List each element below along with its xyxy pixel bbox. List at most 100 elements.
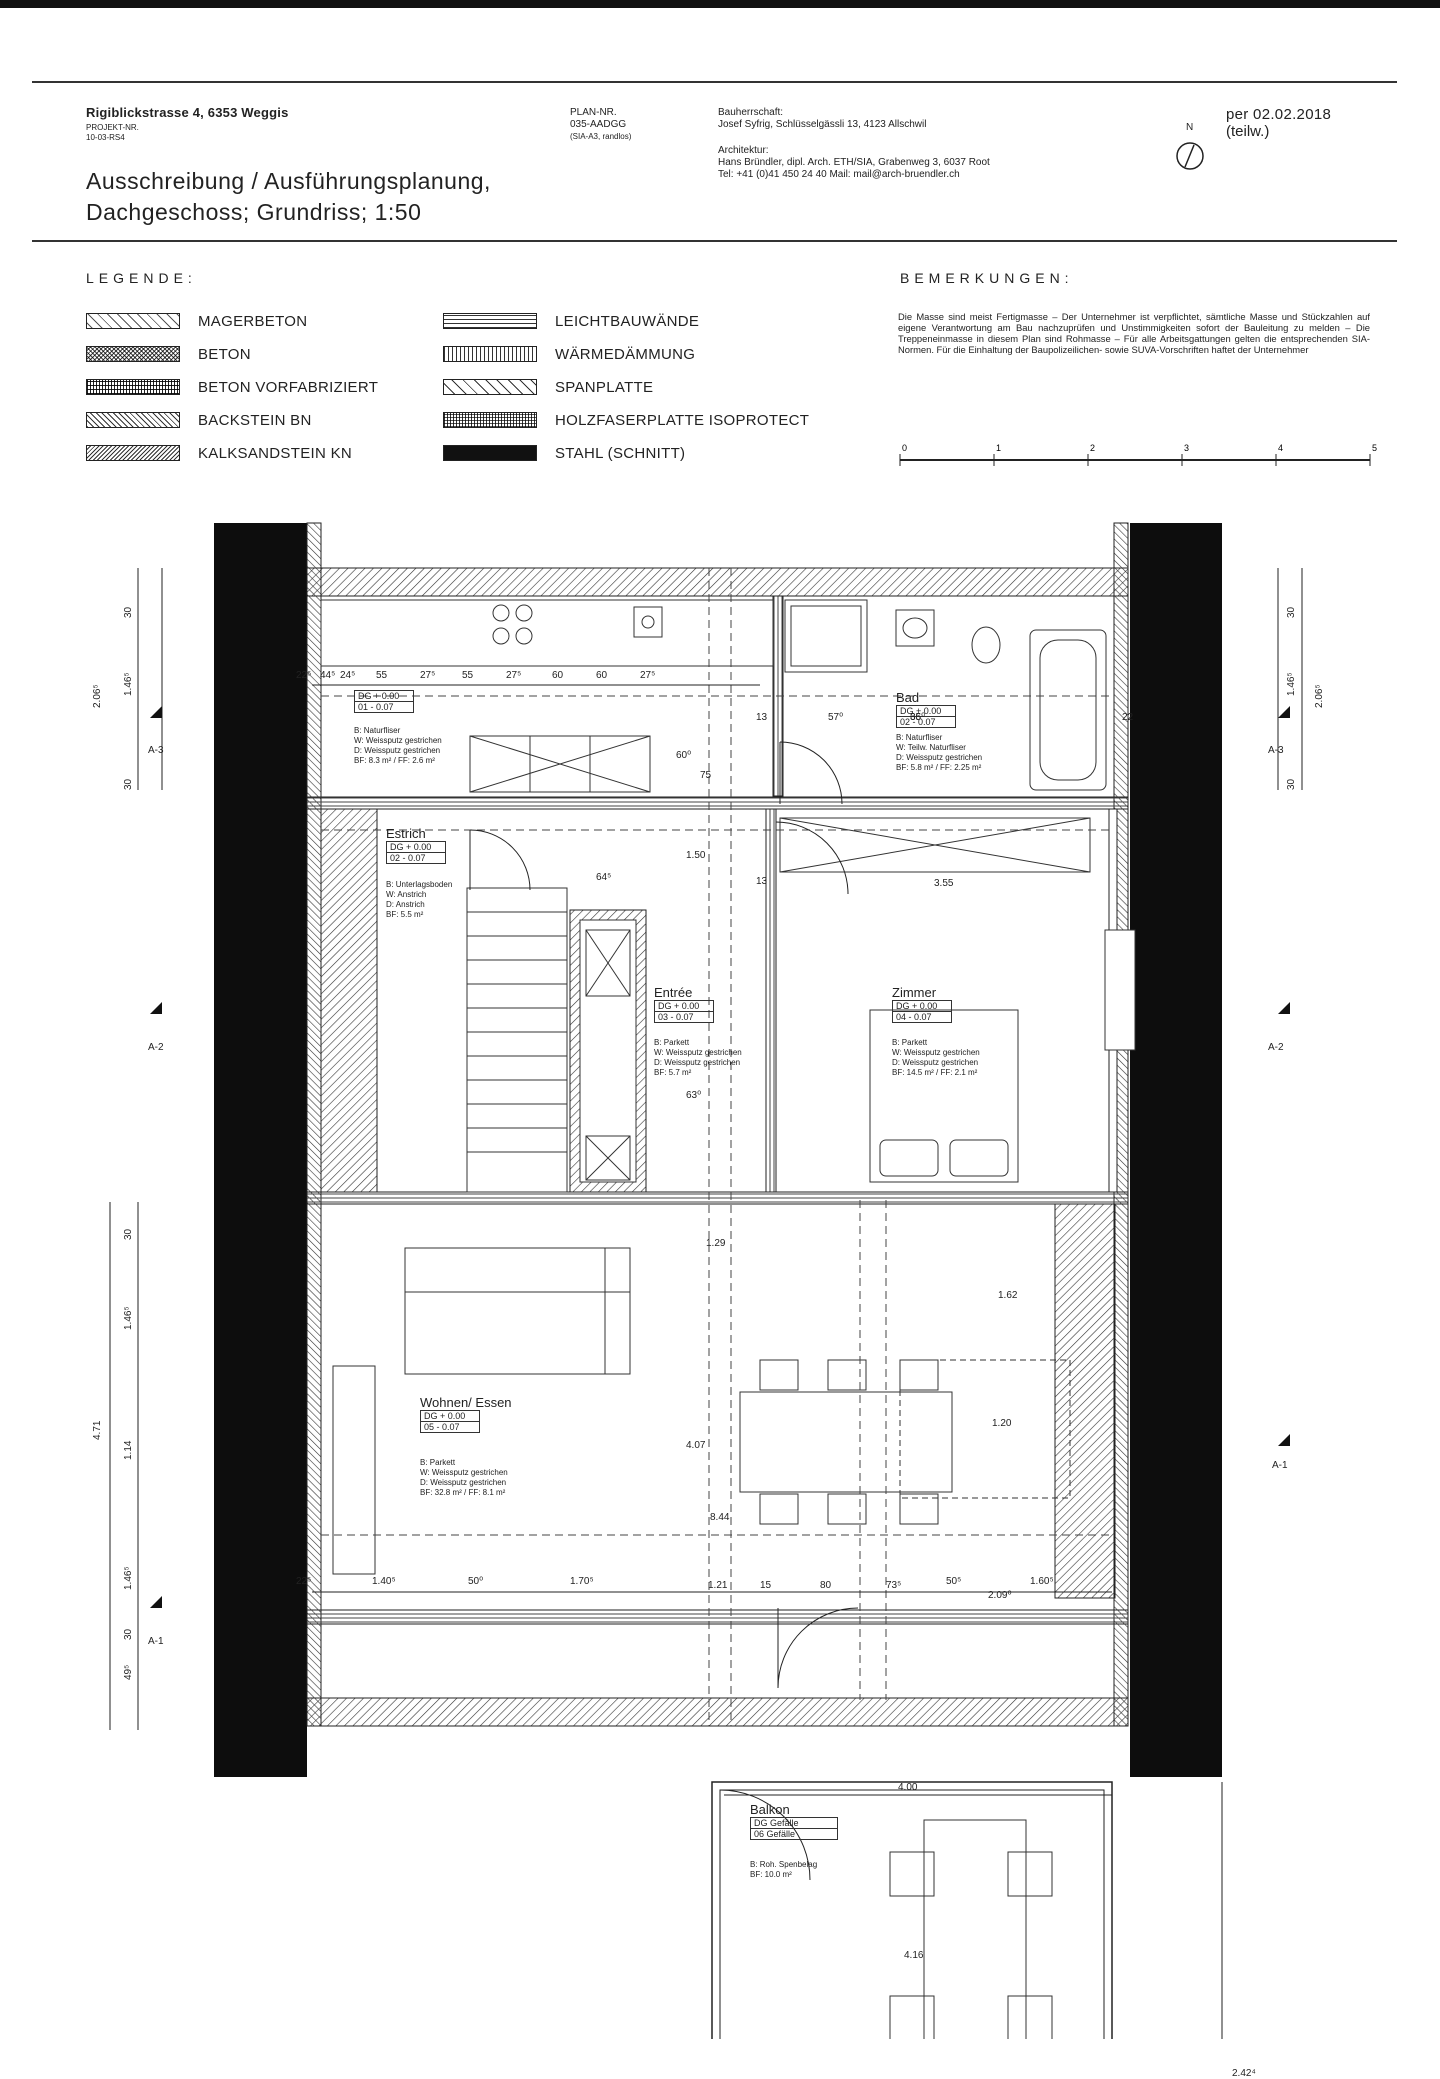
- section-label-right: A-3: [1268, 745, 1284, 756]
- room-top_left-spec: W: Weissputz gestrichen: [354, 736, 442, 745]
- legend-swatch-holz: [443, 412, 537, 428]
- header-bottom-rule: [32, 240, 1397, 242]
- dimension-label: 50⁵: [946, 1576, 962, 1587]
- legend-swatch-leicht: [443, 313, 537, 329]
- dimension-label: 55: [462, 670, 474, 681]
- scale-tick-label: 2: [1090, 443, 1095, 453]
- room-top_left-spec: B: Naturfliser: [354, 726, 401, 735]
- legend-label-backstein: BACKSTEIN BN: [198, 411, 312, 429]
- dimension-label: 60⁰: [676, 750, 692, 761]
- room-wohnen-spec: D: Weissputz gestrichen: [420, 1478, 507, 1487]
- contact: Tel: +41 (0)41 450 24 40 Mail: mail@arch…: [718, 169, 960, 180]
- dimension-label: 1.46⁵: [123, 1566, 134, 1590]
- legend-swatch-betonvf: [86, 379, 180, 395]
- room-zimmer-spec: W: Weissputz gestrichen: [892, 1048, 980, 1057]
- room-estrich-spec: D: Anstrich: [386, 900, 425, 909]
- project-nr: 10-03-RS4: [86, 133, 125, 142]
- scale-tick-label: 1: [996, 443, 1001, 453]
- dimension-label: 13: [756, 712, 768, 723]
- section-label-left: A-1: [148, 1636, 164, 1647]
- room-zimmer-spec: BF: 14.5 m² / FF: 2.1 m²: [892, 1068, 978, 1077]
- legend-label-beton: BETON: [198, 345, 251, 363]
- plan-date: per 02.02.2018: [1226, 106, 1332, 123]
- dimension-label: 22: [1122, 712, 1134, 723]
- dimension-label: 30: [123, 606, 134, 618]
- dimension-label: 27⁵: [506, 670, 522, 681]
- dimension-label: 13: [756, 876, 768, 887]
- room-balkon-spec: BF: 10.0 m²: [750, 1870, 792, 1879]
- dimension-label: 1.46⁵: [123, 672, 134, 696]
- dimension-label: 27⁵: [420, 670, 436, 681]
- dimension-label: 1.40⁵: [372, 1576, 396, 1587]
- room-estrich-spec: W: Anstrich: [386, 890, 427, 899]
- room-zimmer-name: Zimmer: [892, 985, 937, 1000]
- room-zimmer-dg: DG + 0.00: [892, 1000, 952, 1012]
- dimension-label: 1.60⁵: [1030, 1576, 1054, 1587]
- plan-title-line2: Dachgeschoss; Grundriss; 1:50: [86, 199, 422, 225]
- dimension-label: 1.20: [992, 1418, 1012, 1429]
- section-label-right: A-1: [1272, 1460, 1288, 1471]
- scale-tick-label: 0: [902, 443, 907, 453]
- scale-tick-label: 3: [1184, 443, 1189, 453]
- plan-date-note: (teilw.): [1226, 123, 1270, 140]
- dimension-label: 4.07: [686, 1440, 706, 1451]
- legend-row-stahl: STAHL (SCHNITT): [443, 443, 685, 463]
- room-zimmer-spec: D: Weissputz gestrichen: [892, 1058, 979, 1067]
- room-bad-spec: B: Naturfliser: [896, 733, 943, 742]
- legend-swatch-beton: [86, 346, 180, 362]
- room-entree-name: Entrée: [654, 985, 693, 1000]
- legend-row-span: SPANPLATTE: [443, 377, 653, 397]
- dimension-label: 30: [123, 1228, 134, 1240]
- room-balkon: Balkon DG Gefälle 06 Gefälle: [750, 1802, 838, 1840]
- dimension-label: 30: [1286, 606, 1297, 618]
- header-top-rule: [32, 81, 1397, 83]
- legend-label-waerme: WÄRMEDÄMMUNG: [555, 345, 696, 363]
- dimension-label: 4.00: [898, 1782, 918, 1793]
- room-entree-spec: BF: 5.7 m²: [654, 1068, 692, 1077]
- room-balkon-spec: B: Roh. Spenbelag: [750, 1860, 818, 1869]
- legend-row-backstein: BACKSTEIN BN: [86, 410, 312, 430]
- legend-row-betonvf: BETON VORFABRIZIERT: [86, 377, 378, 397]
- legend-label-span: SPANPLATTE: [555, 378, 654, 396]
- steel-band-left: [214, 523, 307, 1777]
- project-nr-label: PROJEKT-NR.: [86, 123, 139, 132]
- dimension-label: 4.71: [92, 1420, 103, 1440]
- dimension-label: 30: [123, 778, 134, 790]
- room-zimmer-spec: B: Parkett: [892, 1038, 928, 1047]
- dimension-label: 22⁵: [296, 670, 312, 681]
- room-top_left-spec: BF: 8.3 m² / FF: 2.6 m²: [354, 756, 435, 765]
- room-top-left-nr: 01 - 0.07: [354, 702, 414, 713]
- room-bad-dg: DG + 0.00: [896, 705, 956, 717]
- section-label-left: A-2: [148, 1042, 164, 1053]
- legend-title: LEGENDE:: [86, 270, 197, 286]
- dimension-label: 1.46⁵: [123, 1306, 134, 1330]
- legend-label-leicht: LEICHTBAUWÄNDE: [555, 312, 700, 330]
- legend-row-holz: HOLZFASERPLATTE ISOPROTECT: [443, 410, 809, 430]
- remarks-text: Die Masse sind meist Fertigmasse – Der U…: [898, 311, 1370, 355]
- north-label: N: [1186, 122, 1194, 133]
- legend-row-beton: BETON: [86, 344, 251, 364]
- dimension-label: 24⁵: [340, 670, 356, 681]
- plan-nr: 035-AADGG: [570, 119, 627, 130]
- dimension-label: 27⁵: [640, 670, 656, 681]
- client: Josef Syfrig, Schlüsselgässli 13, 4123 A…: [718, 119, 927, 130]
- dimension-label: 60: [596, 670, 608, 681]
- section-label-right: A-2: [1268, 1042, 1284, 1053]
- dimension-label: 75: [700, 770, 712, 781]
- plan-format: (SIA-A3, randlos): [570, 132, 632, 141]
- section-label-left: A-3: [148, 745, 164, 756]
- project-address: Rigiblickstrasse 4, 6353 Weggis: [86, 105, 289, 120]
- page-top-edge: [0, 0, 1440, 8]
- dimension-label: 36: [910, 712, 922, 723]
- dimension-label: 73⁵: [886, 1580, 902, 1591]
- dimension-label: 50⁰: [468, 1576, 484, 1587]
- room-bad-nr: 02 - 0.07: [896, 717, 956, 728]
- dimension-label: 3.55: [934, 878, 954, 889]
- dimension-label: 30: [1286, 778, 1297, 790]
- room-bad-spec: BF: 5.8 m² / FF: 2.25 m²: [896, 763, 982, 772]
